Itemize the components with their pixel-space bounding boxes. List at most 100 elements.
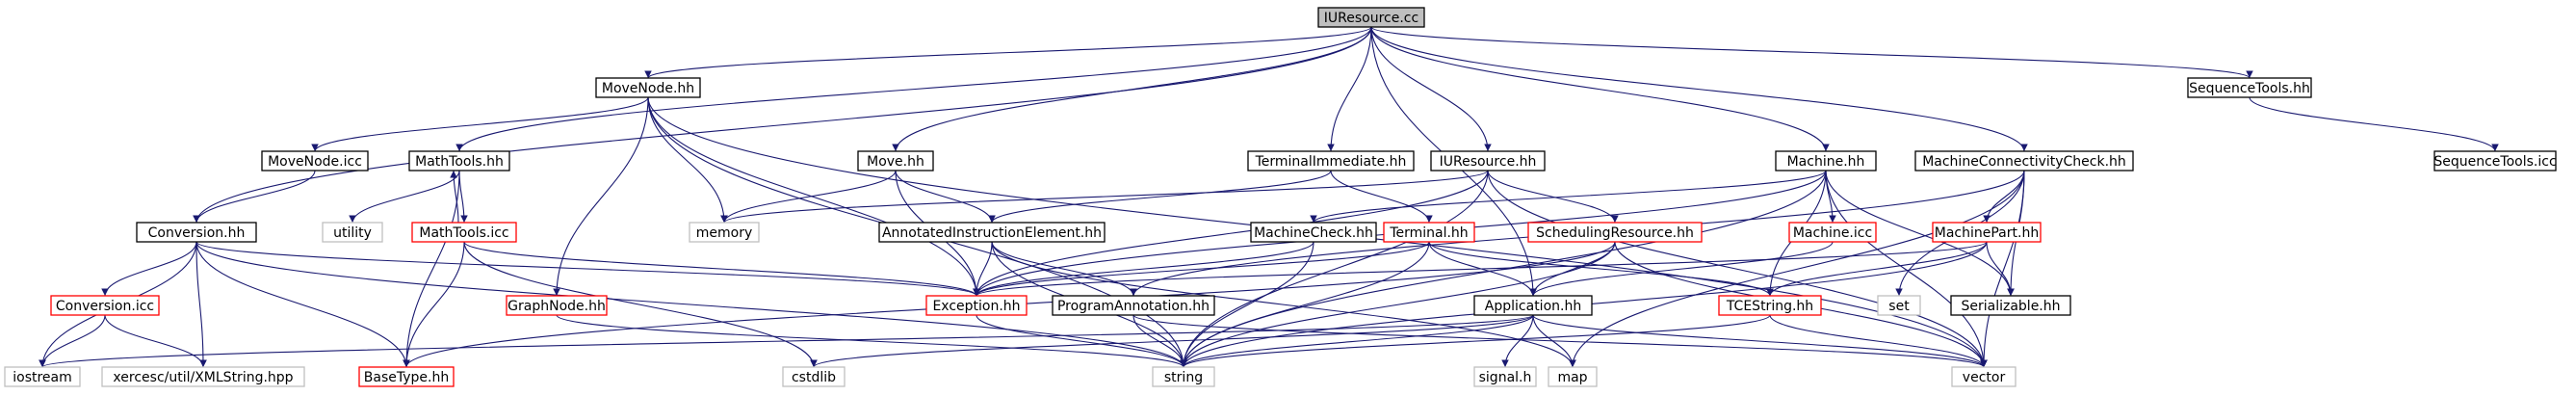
edge-exception_hh-to-string — [976, 314, 1187, 368]
node-box[interactable] — [358, 366, 455, 387]
node-box[interactable] — [136, 222, 257, 243]
edge-machine_hh-to-serializable_hh — [1825, 170, 2015, 297]
node-movenode-icc[interactable]: MoveNode.icc — [261, 150, 369, 172]
edge-root-to-mathtools_hh — [455, 26, 1372, 152]
node-box[interactable] — [878, 222, 1106, 243]
node-box[interactable] — [1430, 150, 1546, 172]
node-machine-icc[interactable]: Machine.icc — [1788, 222, 1877, 243]
node-box[interactable] — [1052, 295, 1215, 316]
node-movenode-hh[interactable]: MoveNode.hh — [595, 77, 701, 98]
node-box[interactable] — [1951, 366, 2017, 387]
node-mathtools-hh[interactable]: MathTools.hh — [408, 150, 510, 172]
node-map[interactable]: map — [1548, 366, 1598, 387]
node-box[interactable] — [50, 295, 160, 316]
edge-terminalimmediate_hh-to-annotatedinstructionelement_hh — [988, 170, 1332, 224]
edge-schedulingresource_hh-to-string — [1180, 241, 1616, 368]
node-label: SequenceTools.icc — [2433, 154, 2556, 170]
edge-mathtools_hh-to-utility — [349, 170, 460, 224]
node-box[interactable] — [857, 150, 934, 172]
node-terminal-hh[interactable]: Terminal.hh — [1383, 222, 1475, 243]
node-iuresource-hh[interactable]: IUResource.hh — [1430, 150, 1546, 172]
node-utility[interactable]: utility — [322, 222, 383, 243]
edge-conversion_hh-to-exception_hh — [195, 241, 980, 297]
node-box[interactable] — [1932, 222, 2042, 243]
node-conversion-icc[interactable]: Conversion.icc — [50, 295, 160, 316]
node-box[interactable] — [101, 366, 305, 387]
node-string[interactable]: string — [1152, 366, 1215, 387]
node-graphnode-hh[interactable]: GraphNode.hh — [506, 295, 608, 316]
edge-root-to-machineconnectivitycheck_hh — [1370, 26, 2028, 152]
node-annotatedinstructionelement-hh[interactable]: AnnotatedInstructionElement.hh — [878, 222, 1106, 243]
edges-layer — [39, 26, 2499, 368]
node-box[interactable] — [1247, 150, 1415, 172]
node-machineconnectivitycheck-hh[interactable]: MachineConnectivityCheck.hh — [1914, 150, 2134, 172]
node-box[interactable] — [1775, 150, 1877, 172]
edge-iuresource_hh-to-schedulingresource_hh — [1487, 170, 1619, 224]
node-tcestring-hh[interactable]: TCEString.hh — [1718, 295, 1822, 316]
node-machine-hh[interactable]: Machine.hh — [1775, 150, 1877, 172]
node-box[interactable] — [1250, 222, 1377, 243]
node-set[interactable]: set — [1877, 295, 1921, 316]
node-sequencetools-icc[interactable]: SequenceTools.icc — [2433, 150, 2557, 172]
node-xercesc-util-xmlstring-hpp[interactable]: xercesc/util/XMLString.hpp — [101, 366, 305, 387]
edge-sequencetools_hh-to-sequencetools_icc — [2249, 96, 2499, 152]
node-label: Conversion.icc — [56, 299, 154, 314]
node-vector[interactable]: vector — [1951, 366, 2017, 387]
node-box[interactable] — [1718, 295, 1822, 316]
edge-terminal_hh-to-tcestring_hh — [1428, 241, 1774, 297]
node-box[interactable] — [408, 150, 510, 172]
edge-move_hh-to-annotatedinstructionelement_hh — [895, 170, 996, 224]
node-box[interactable] — [1317, 7, 1425, 28]
node-sequencetools-hh[interactable]: SequenceTools.hh — [2187, 77, 2312, 98]
node-box[interactable] — [1914, 150, 2134, 172]
edge-root-to-machine_hh — [1370, 26, 1830, 152]
edge-conversion_hh-to-conversion_icc — [101, 241, 197, 297]
node-box[interactable] — [1788, 222, 1877, 243]
node-serializable-hh[interactable]: Serializable.hh — [1950, 295, 2071, 316]
node-move-hh[interactable]: Move.hh — [857, 150, 934, 172]
node-conversion-hh[interactable]: Conversion.hh — [136, 222, 257, 243]
node-box[interactable] — [689, 222, 760, 243]
node-memory[interactable]: memory — [689, 222, 760, 243]
node-box[interactable] — [1473, 366, 1537, 387]
node-schedulingresource-hh[interactable]: SchedulingResource.hh — [1527, 222, 1703, 243]
node-box[interactable] — [1473, 295, 1593, 316]
node-box[interactable] — [4, 366, 81, 387]
edge-terminal_hh-to-exception_hh — [973, 241, 1430, 297]
node-box[interactable] — [506, 295, 608, 316]
node-box[interactable] — [1152, 366, 1215, 387]
node-machinepart-hh[interactable]: MachinePart.hh — [1932, 222, 2042, 243]
node-box[interactable] — [2187, 77, 2312, 98]
node-label: MathTools.hh — [415, 154, 504, 170]
node-iuresource-cc[interactable]: IUResource.cc — [1317, 7, 1425, 28]
node-box[interactable] — [2433, 150, 2557, 172]
node-basetype-hh[interactable]: BaseType.hh — [358, 366, 455, 387]
node-label: Move.hh — [867, 154, 924, 170]
node-box[interactable] — [1548, 366, 1598, 387]
node-application-hh[interactable]: Application.hh — [1473, 295, 1593, 316]
node-signal-h[interactable]: signal.h — [1473, 366, 1537, 387]
edge-application_hh-to-signal_h — [1501, 314, 1534, 368]
node-mathtools-icc[interactable]: MathTools.icc — [411, 222, 517, 243]
edge-machineconnectivitycheck_hh-to-map — [1569, 170, 2025, 368]
node-exception-hh[interactable]: Exception.hh — [925, 295, 1028, 316]
node-box[interactable] — [1383, 222, 1475, 243]
node-box[interactable] — [261, 150, 369, 172]
node-box[interactable] — [595, 77, 701, 98]
node-machinecheck-hh[interactable]: MachineCheck.hh — [1250, 222, 1377, 243]
node-label: MachinePart.hh — [1935, 225, 2039, 241]
node-programannotation-hh[interactable]: ProgramAnnotation.hh — [1052, 295, 1215, 316]
edge-iuresource_hh-to-exception_hh — [973, 170, 1489, 297]
node-terminalimmediate-hh[interactable]: TerminalImmediate.hh — [1247, 150, 1415, 172]
node-box[interactable] — [1527, 222, 1703, 243]
node-label: IUResource.hh — [1440, 154, 1537, 170]
node-box[interactable] — [411, 222, 517, 243]
edge-movenode_hh-to-memory — [647, 96, 728, 224]
node-cstdlib[interactable]: cstdlib — [782, 366, 846, 387]
node-box[interactable] — [322, 222, 383, 243]
node-box[interactable] — [925, 295, 1028, 316]
node-iostream[interactable]: iostream — [4, 366, 81, 387]
node-box[interactable] — [782, 366, 846, 387]
node-box[interactable] — [1950, 295, 2071, 316]
node-box[interactable] — [1877, 295, 1921, 316]
